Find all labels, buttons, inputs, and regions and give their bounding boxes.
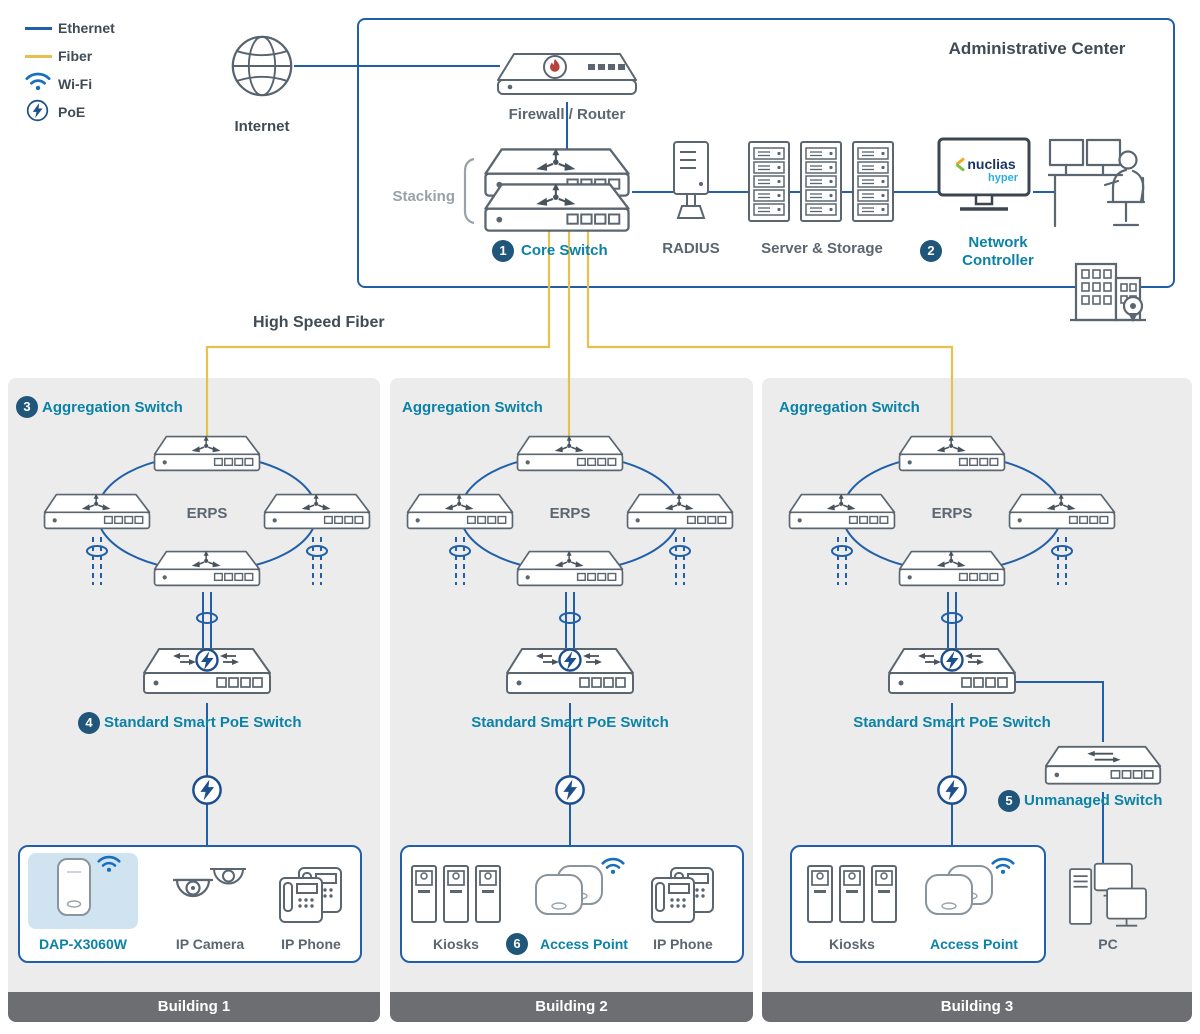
b2-agg-switch-icon <box>515 434 625 478</box>
b3-kiosks-label: Kiosks <box>829 936 875 952</box>
b3-erps-label: ERPS <box>931 505 973 522</box>
internet-globe-icon <box>230 34 294 98</box>
b3-pc-icon <box>1068 862 1148 931</box>
legend-ethernet-label: Ethernet <box>58 20 115 36</box>
b3-ring-switch-bottom-icon <box>897 549 1007 593</box>
b3-ap-wifi-icon <box>991 855 1015 875</box>
b2-ring-switch-bottom-icon <box>515 549 625 593</box>
firewall-router-icon <box>492 50 642 104</box>
b2-access-point-icon <box>534 864 606 916</box>
fiber-lines <box>205 224 954 436</box>
admin-center-box <box>357 18 1175 288</box>
b2-aggregation-label: Aggregation Switch <box>402 399 543 416</box>
b2-ip-phone-label: IP Phone <box>653 936 713 952</box>
b1-ring-switch-right-icon <box>262 492 372 536</box>
nuclias-sub-text: hyper <box>988 172 1018 184</box>
server-rack-icon-3 <box>850 140 896 228</box>
b3-poe-icon <box>936 774 968 806</box>
b2-poe-switch-label: Standard Smart PoE Switch <box>471 714 669 731</box>
server-rack-icon-1 <box>746 140 792 228</box>
b2-poe-switch-icon <box>504 645 636 703</box>
building-1-footer: Building 1 <box>8 992 380 1022</box>
b3-aggregation-label: Aggregation Switch <box>779 399 920 416</box>
radius-server-icon <box>668 140 714 220</box>
b2-ring-switch-left-icon <box>405 492 515 536</box>
badge-core-switch: 1 <box>492 240 514 262</box>
high-speed-fiber-label: High Speed Fiber <box>253 314 385 331</box>
core-switch-label: Core Switch <box>521 242 608 259</box>
b2-ring-switch-right-icon <box>625 492 735 536</box>
badge-aggregation-switch: 3 <box>16 396 38 418</box>
badge-access-point: 6 <box>506 933 528 955</box>
server-storage-label: Server & Storage <box>761 240 883 257</box>
b3-unmanaged-switch-icon <box>1043 744 1163 792</box>
b1-poe-icon <box>191 774 223 806</box>
b3-ring-switch-right-icon <box>1007 492 1117 536</box>
b2-poe-icon <box>554 774 586 806</box>
poe-feed-lines <box>206 703 953 846</box>
legend-poe-label: PoE <box>58 104 86 120</box>
internet-label: Internet <box>234 118 290 135</box>
b2-kiosks-icon <box>410 864 502 924</box>
badge-poe-switch: 4 <box>78 712 100 734</box>
b2-ip-phone-icon <box>650 866 716 924</box>
nuclias-logo: nuclias hyper <box>946 156 1024 184</box>
b1-ring-switch-left-icon <box>42 492 152 536</box>
b1-ip-camera-icon <box>172 864 248 924</box>
b3-access-point-label: Access Point <box>930 936 1018 952</box>
firewall-label: Firewall / Router <box>508 106 626 123</box>
stacking-brace-icon <box>463 157 475 225</box>
dashed-expansion-links <box>92 537 1067 585</box>
b3-pc-label: PC <box>1098 936 1118 952</box>
b1-ring-switch-bottom-icon <box>152 549 262 593</box>
b1-agg-switch-icon <box>152 434 262 478</box>
server-rack-icon-2 <box>798 140 844 228</box>
b3-unmanaged-switch-label: Unmanaged Switch <box>1024 792 1163 809</box>
stacking-label: Stacking <box>392 188 455 205</box>
badge-unmanaged-switch: 5 <box>998 790 1020 812</box>
b1-dap-label: DAP-X3060W <box>39 936 127 952</box>
legend-fiber-swatch <box>25 55 52 58</box>
b1-poe-switch-label: Standard Smart PoE Switch <box>104 714 302 731</box>
expansion-ovals <box>86 545 1073 557</box>
operator-desk-icon <box>1048 134 1148 230</box>
b2-kiosks-label: Kiosks <box>433 936 479 952</box>
building-2-footer: Building 2 <box>390 992 753 1022</box>
core-switch-icon-bottom <box>482 181 632 241</box>
b3-kiosks-icon <box>806 864 898 924</box>
trunk-links <box>196 592 963 648</box>
poe-icon <box>26 99 49 122</box>
network-controller-label: Network Controller <box>962 234 1034 269</box>
b1-poe-switch-icon <box>141 645 273 703</box>
b2-erps-label: ERPS <box>549 505 591 522</box>
b1-ip-phone-icon <box>278 866 344 924</box>
b3-ring-switch-left-icon <box>787 492 897 536</box>
b2-ap-wifi-icon <box>601 855 625 875</box>
b1-ip-phone-label: IP Phone <box>281 936 341 952</box>
building-3-footer: Building 3 <box>762 992 1192 1022</box>
b2-access-point-label: Access Point <box>540 936 628 952</box>
building-icon <box>1070 252 1146 324</box>
legend-fiber-label: Fiber <box>58 48 93 64</box>
nuclias-brand-text: nuclias <box>967 156 1016 172</box>
b3-poe-switch-label: Standard Smart PoE Switch <box>853 714 1051 731</box>
b3-access-point-icon <box>924 864 996 916</box>
b1-erps-label: ERPS <box>186 505 228 522</box>
legend-wifi-label: Wi-Fi <box>58 76 93 92</box>
b1-dap-wifi-icon <box>97 853 121 873</box>
nuclias-chevron-icon <box>955 156 966 172</box>
badge-network-controller: 2 <box>920 240 942 262</box>
b3-agg-switch-icon <box>897 434 1007 478</box>
b1-aggregation-label: Aggregation Switch <box>42 399 183 416</box>
b1-ip-camera-label: IP Camera <box>175 936 245 952</box>
b1-dap-ap-icon <box>56 857 92 917</box>
unmanaged-branch <box>1005 681 1104 868</box>
admin-title: Administrative Center <box>948 39 1126 58</box>
radius-label: RADIUS <box>662 240 720 257</box>
b3-poe-switch-icon <box>886 645 1018 703</box>
wifi-icon <box>25 70 51 91</box>
legend-ethernet-swatch <box>25 27 52 30</box>
